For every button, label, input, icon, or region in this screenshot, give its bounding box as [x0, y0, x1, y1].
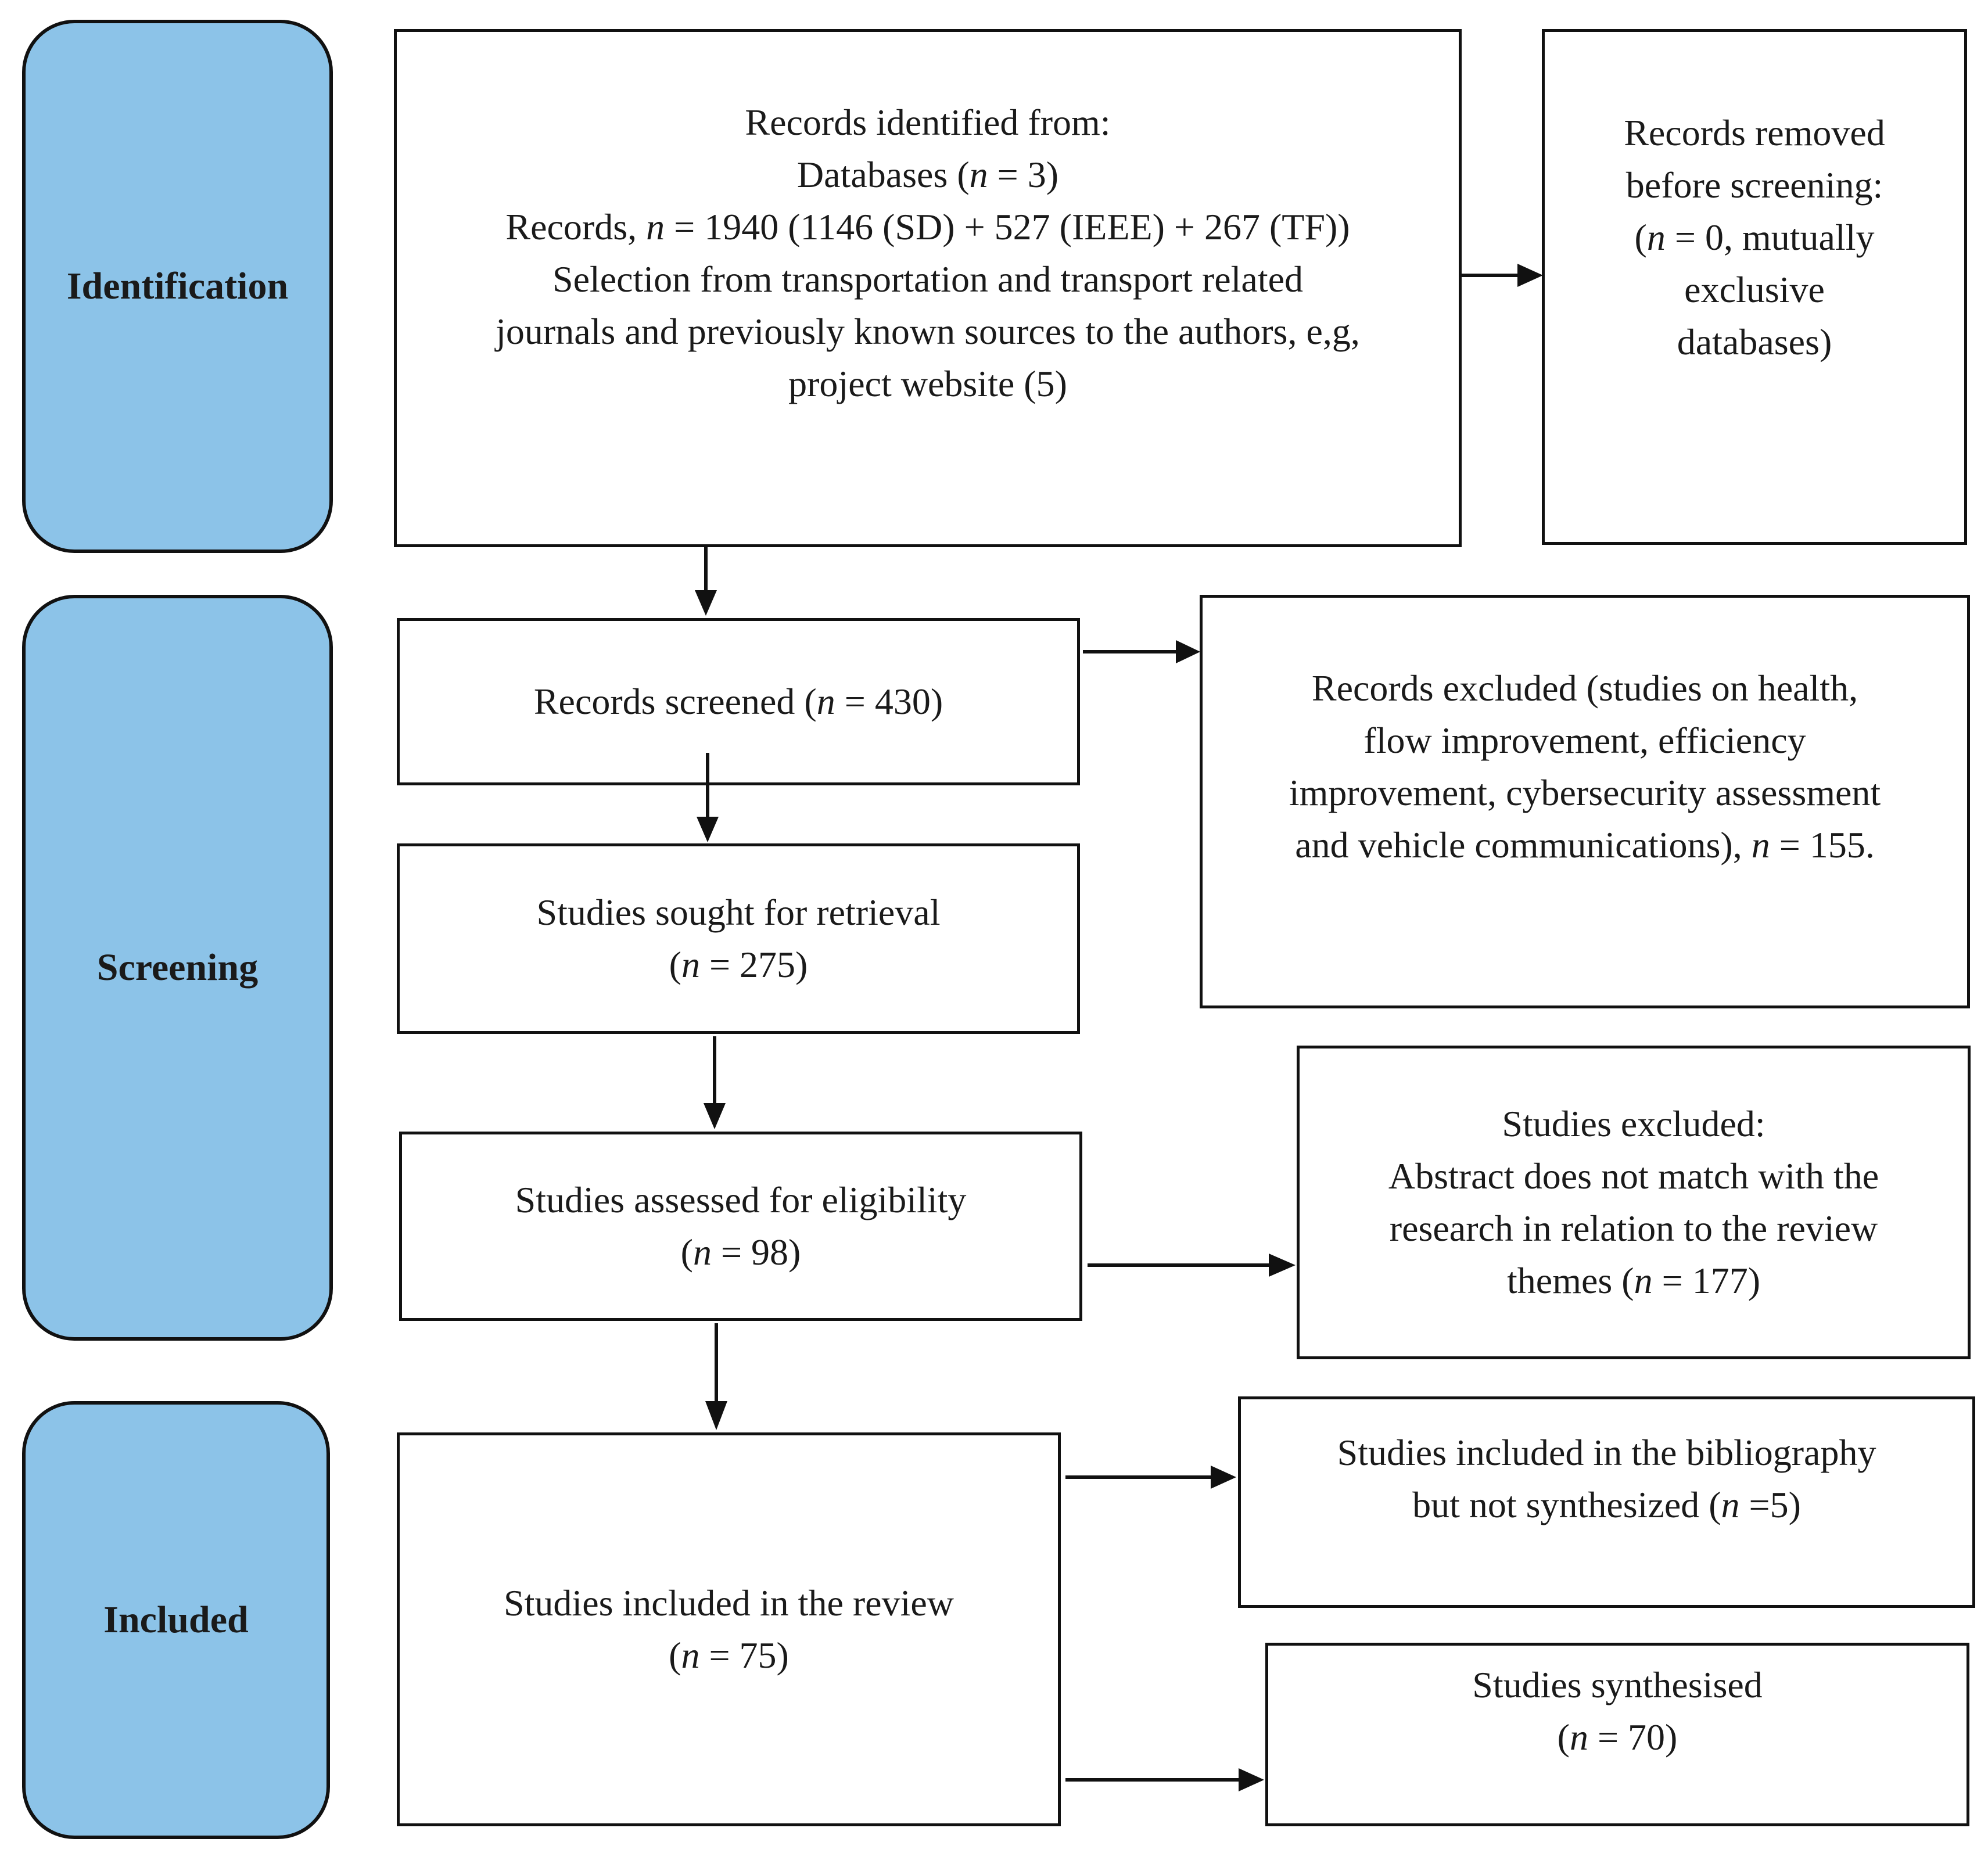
- records-identified-line: project website (5): [788, 363, 1067, 404]
- records-removed-box: Records removed before screening: (n = 0, …: [1542, 29, 1967, 545]
- bibliography-only-line: but not synthesized (n =5): [1412, 1484, 1801, 1525]
- records-excluded-line: Records excluded (studies on health,: [1311, 667, 1858, 709]
- arrowhead-right-studies-excluded: [1269, 1254, 1296, 1277]
- arrowhead-right-bibliography: [1211, 1466, 1236, 1489]
- studies-assessed-box: Studies assessed for eligibility (n = 98): [399, 1132, 1082, 1321]
- records-screened-box: Records screened (n = 430): [397, 618, 1080, 785]
- studies-included-box: Studies included in the review (n = 75): [397, 1432, 1061, 1826]
- studies-excluded-line: research in relation to the review: [1389, 1208, 1878, 1249]
- records-identified-line: Records, n = 1940 (1146 (SD) + 527 (IEEE…: [505, 206, 1350, 247]
- stage-screening: Screening: [22, 595, 333, 1341]
- records-removed-line: before screening:: [1625, 164, 1883, 206]
- arrowhead-down-3: [704, 1103, 726, 1129]
- records-removed-line: exclusive: [1684, 269, 1825, 310]
- synthesised-line: (n = 70): [1557, 1716, 1678, 1758]
- records-removed-line: Records removed: [1624, 112, 1885, 153]
- synthesised-box: Studies synthesised (n = 70): [1265, 1643, 1969, 1826]
- studies-included-line: (n = 75): [669, 1635, 789, 1676]
- stage-label-included: Included: [103, 1599, 249, 1641]
- records-excluded-box: Records excluded (studies on health, flow…: [1200, 595, 1970, 1008]
- bibliography-box: Studies included in the bibliography but …: [1238, 1396, 1975, 1608]
- studies-sought-box: Studies sought for retrieval (n = 275): [397, 843, 1080, 1034]
- studies-sought-line: (n = 275): [669, 944, 808, 985]
- records-excluded-line: improvement, cybersecurity assessment: [1289, 772, 1881, 813]
- studies-excluded-line: themes (n = 177): [1507, 1260, 1760, 1301]
- arrowhead-down-1: [695, 590, 717, 616]
- stage-identification: Identification: [22, 20, 333, 553]
- arrowhead-right-synthesised: [1239, 1768, 1264, 1791]
- stage-label-screening: Screening: [96, 946, 259, 989]
- records-identified-line: Selection from transportation and transp…: [552, 258, 1304, 300]
- bibliography-only-line: Studies included in the bibliography: [1337, 1432, 1876, 1473]
- arrowhead-right-removed: [1517, 264, 1543, 287]
- studies-excluded-box: Studies excluded: Abstract does not match…: [1297, 1046, 1971, 1359]
- records-excluded-line: and vehicle communications), n = 155.: [1295, 824, 1875, 866]
- records-identified-line: Databases (n = 3): [796, 154, 1059, 195]
- arrowhead-down-4: [705, 1401, 727, 1430]
- stage-included: Included: [22, 1401, 330, 1839]
- records-removed-line: (n = 0, mutually: [1634, 217, 1875, 258]
- studies-assessed-line: Studies assessed for eligibility: [515, 1179, 967, 1220]
- records-excluded-line: flow improvement, efficiency: [1363, 720, 1806, 761]
- studies-excluded-line: Studies excluded:: [1502, 1103, 1765, 1144]
- records-screened-line: Records screened (n = 430): [533, 681, 943, 722]
- records-identified-line: Records identified from:: [745, 102, 1111, 143]
- studies-sought-line: Studies sought for retrieval: [536, 892, 941, 933]
- records-identified-line: journals and previously known sources to…: [496, 311, 1360, 352]
- studies-included-line: Studies included in the review: [504, 1582, 954, 1624]
- records-removed-line: databases): [1677, 321, 1832, 362]
- synthesised-line: Studies synthesised: [1472, 1664, 1763, 1705]
- stage-label-identification: Identification: [66, 265, 289, 307]
- studies-assessed-line: (n = 98): [680, 1231, 801, 1273]
- studies-excluded-line: Abstract does not match with the: [1388, 1155, 1879, 1197]
- arrowhead-right-excluded: [1176, 640, 1200, 663]
- arrowhead-down-2: [697, 817, 719, 842]
- records-identified-box: Records identified from: Databases (n = 3…: [394, 29, 1462, 547]
